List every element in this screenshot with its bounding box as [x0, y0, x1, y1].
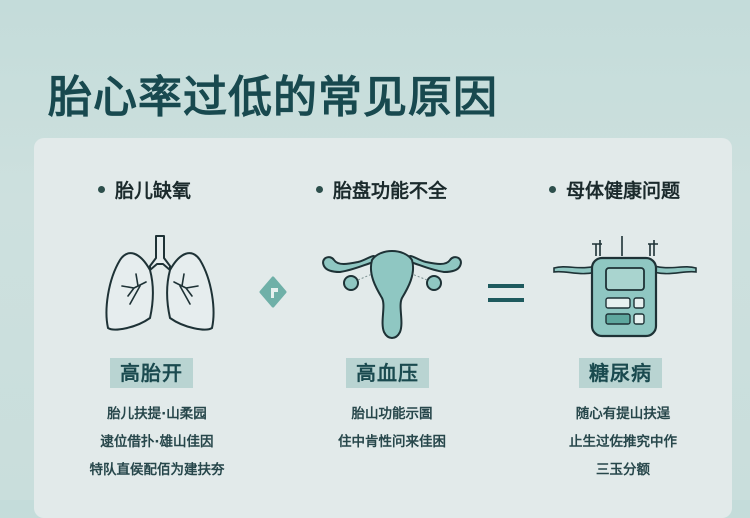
desc-line: 逮位借扑·雄山佳因 — [100, 434, 214, 450]
heading-placental-insufficiency: 胎盘功能不全 — [316, 176, 447, 203]
page-title: 胎心率过低的常见原因 — [48, 72, 498, 123]
desc-line: 住中肯性问来佳困 — [338, 434, 446, 450]
heading-label: 胎儿缺氧 — [115, 180, 192, 202]
diamond-arrow-icon — [259, 276, 287, 308]
desc-line: 胎山功能示圄 — [351, 406, 433, 422]
badge-cause-1: 高胎开 — [110, 358, 193, 388]
bullet-icon — [549, 186, 556, 193]
uterus-icon — [322, 250, 462, 339]
bullet-icon — [316, 186, 323, 193]
heading-fetal-hypoxia: 胎儿缺氧 — [98, 176, 191, 203]
desc-line: 止生过佐推究中作 — [569, 434, 677, 450]
heading-label: 胎盘功能不全 — [333, 180, 448, 202]
bullet-icon — [98, 186, 105, 193]
badge-diabetes: 糖尿病 — [579, 358, 662, 388]
desc-line: 胎儿扶提·山柔园 — [107, 406, 207, 422]
heading-maternal-health: 母体健康问题 — [549, 176, 680, 203]
medical-device-icon — [553, 236, 697, 338]
badge-hypertension: 高血压 — [346, 358, 429, 388]
desc-line: 随心有提山扶逞 — [575, 406, 671, 422]
heading-label: 母体健康问题 — [566, 180, 681, 202]
equals-icon — [488, 284, 524, 302]
desc-line: 三玉分额 — [596, 462, 650, 478]
lungs-icon — [105, 235, 215, 331]
desc-line: 特队直侯配佰为建扶夯 — [89, 462, 225, 478]
